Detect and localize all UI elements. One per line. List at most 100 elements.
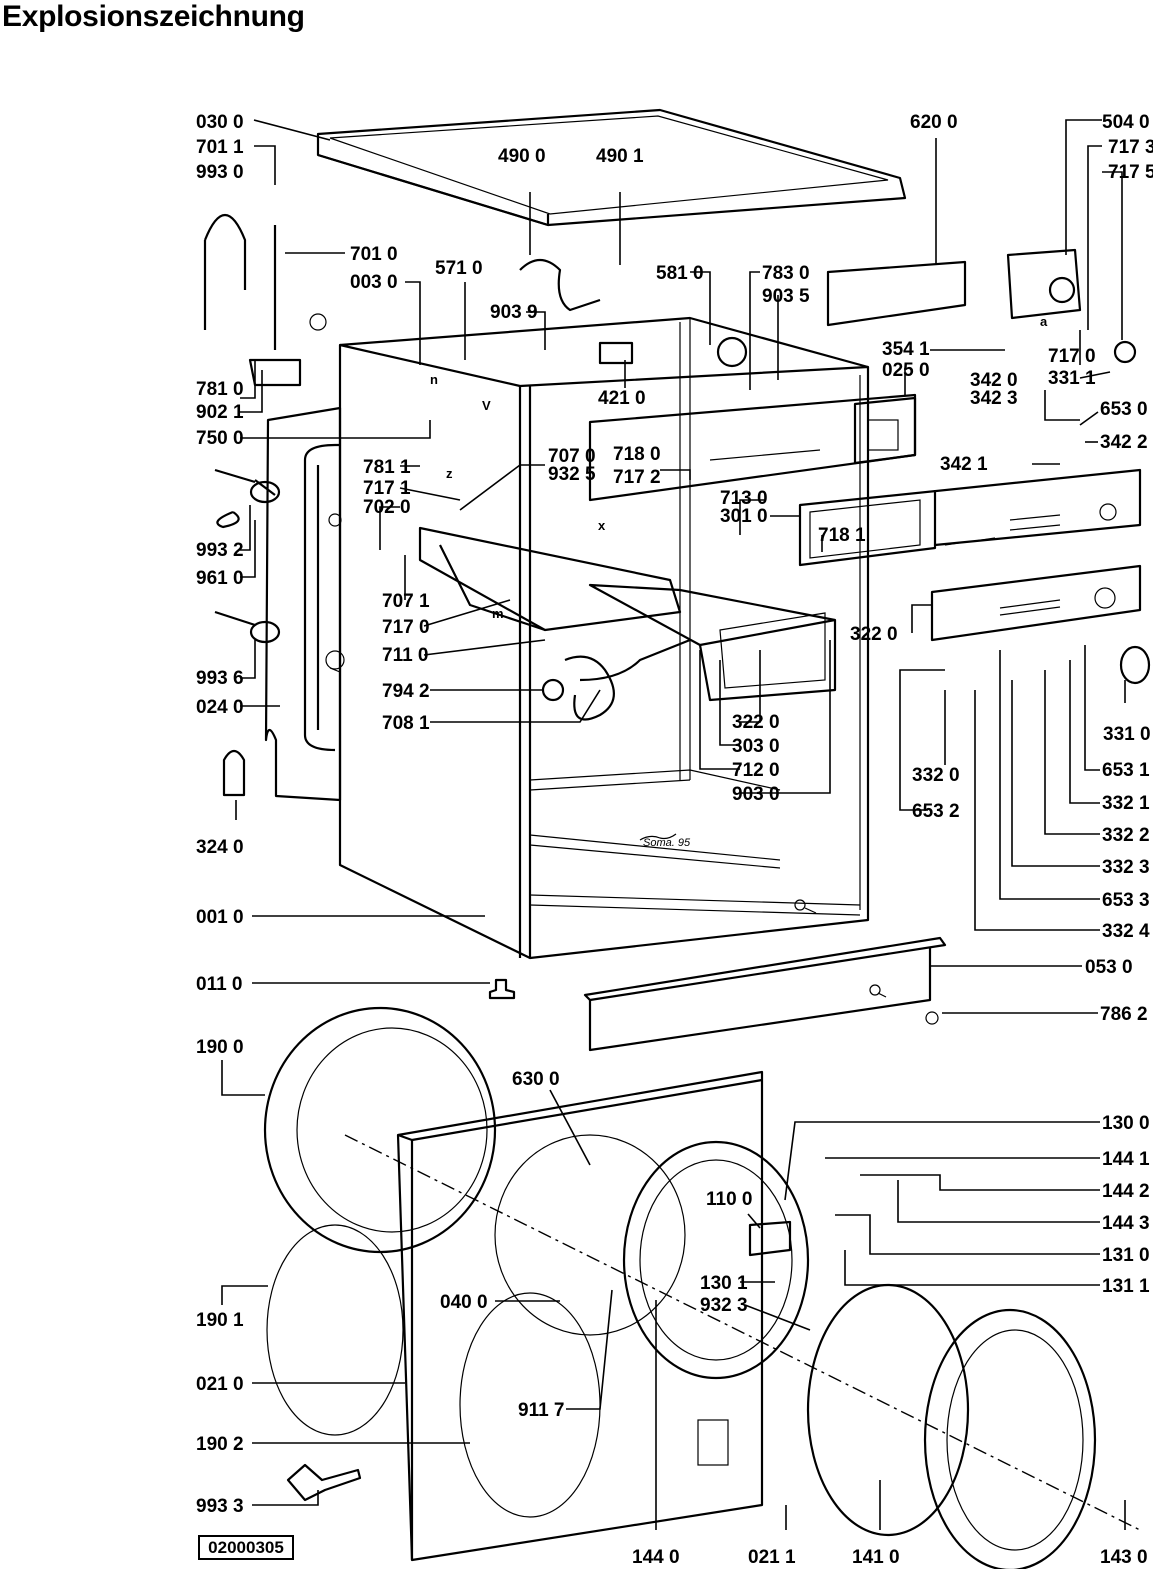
part-label: 718 1 [818,525,866,546]
part-label: 717 5 [1108,162,1153,183]
part-label: 190 1 [196,1310,244,1331]
part-label: 342 0 [970,370,1018,391]
part-label: 713 0 [720,488,768,509]
part-label: 708 1 [382,713,430,734]
foot [488,978,516,1000]
part-label: 342 1 [940,454,988,475]
rear-panel [264,406,345,802]
part-label: 332 4 [1102,921,1150,942]
leader-lines [221,119,1126,1530]
part-label: 993 2 [196,540,244,561]
part-label: 711 0 [382,645,429,666]
part-label: 750 0 [196,428,244,449]
part-label: 653 2 [912,801,960,822]
part-label: 786 2 [1100,1004,1148,1025]
part-label: 144 3 [1102,1213,1150,1234]
handwritten-note: Soma. 95 [643,837,691,849]
part-label: 993 3 [196,1496,244,1517]
part-label: 903 5 [762,286,810,307]
detergent-drawer [588,583,837,702]
part-label: 331 1 [1048,368,1096,389]
part-label: 571 0 [435,258,483,279]
part-label: 581 0 [656,263,704,284]
base-bar [583,936,947,1052]
part-label: 342 3 [970,388,1018,409]
part-label: 144 2 [1102,1181,1150,1202]
part-label: 190 2 [196,1434,244,1455]
reference-marks: V n z m x a Soma. 95 [430,314,1048,849]
part-label: 653 1 [1102,760,1150,781]
part-label: 322 0 [850,624,898,645]
part-label: 332 1 [1102,793,1150,814]
part-label: 783 0 [762,263,810,284]
part-label: 053 0 [1085,957,1133,978]
part-label: 322 0 [732,712,780,733]
mark-x: x [598,518,606,533]
electronics-board [826,260,967,327]
pressure-switch [716,336,748,368]
part-label: 707 1 [382,591,430,612]
part-label: 130 0 [1102,1113,1150,1134]
part-label: 701 0 [350,244,398,265]
parts-artwork [203,108,1151,1569]
detergent-housing [418,526,691,721]
part-label: 001 0 [196,907,244,928]
part-label: 190 0 [196,1037,244,1058]
part-label: 040 0 [440,1292,488,1313]
part-label: 717 0 [1048,346,1096,367]
part-label: 620 0 [910,112,958,133]
part-label: 110 0 [706,1189,753,1210]
part-label: 794 2 [382,681,430,702]
part-label: 141 0 [852,1547,900,1568]
part-label: 011 0 [196,974,243,995]
program-knob [1119,645,1151,685]
door-stop [222,749,246,797]
mark-m: m [492,606,504,621]
top-cover [316,108,907,227]
part-label: 331 0 [1103,724,1151,745]
part-label: 021 0 [196,1374,244,1395]
part-label: 701 1 [196,137,244,158]
part-label: 131 0 [1102,1245,1150,1266]
part-label: 301 0 [720,506,768,527]
document-number: 02000305 [198,1535,294,1560]
part-label: 354 1 [882,339,930,360]
tub-front [263,1006,497,1436]
part-label: 717 3 [1108,137,1153,158]
part-label: 003 0 [350,272,398,293]
part-label: 324 0 [196,837,244,858]
part-label: 130 1 [700,1273,748,1294]
part-label: 490 1 [596,146,644,167]
part-label: 030 0 [196,112,244,133]
part-label: 717 0 [382,617,430,638]
part-label: 902 1 [196,402,244,423]
part-label: 303 0 [732,736,780,757]
part-label: 707 0 [548,446,596,467]
part-label: 144 1 [1102,1149,1150,1170]
part-label: 143 0 [1100,1547,1148,1568]
part-label: 144 0 [632,1547,680,1568]
part-label: 961 0 [196,568,244,589]
control-panel [798,468,1142,567]
mark-n: n [430,372,438,387]
part-label: 332 2 [1102,825,1150,846]
top-support [588,393,917,502]
part-label: 332 0 [912,765,960,786]
part-label: 932 3 [700,1295,748,1316]
part-label: 718 0 [613,444,661,465]
part-label: 781 1 [363,457,411,478]
door-hinge [748,1220,792,1257]
part-label: 025 0 [882,360,930,381]
part-label: 024 0 [196,697,244,718]
part-label: 717 1 [363,478,411,499]
wrench [286,1463,362,1502]
part-label: 504 0 [1102,112,1150,133]
part-label: 903 0 [732,784,780,805]
page-title: Explosionszeichnung [2,0,305,33]
mark-a: a [1040,314,1048,329]
mark-v: V [482,398,491,413]
shock-absorbers [214,468,281,644]
mains-filter [598,341,634,365]
part-label: 021 1 [748,1547,796,1568]
